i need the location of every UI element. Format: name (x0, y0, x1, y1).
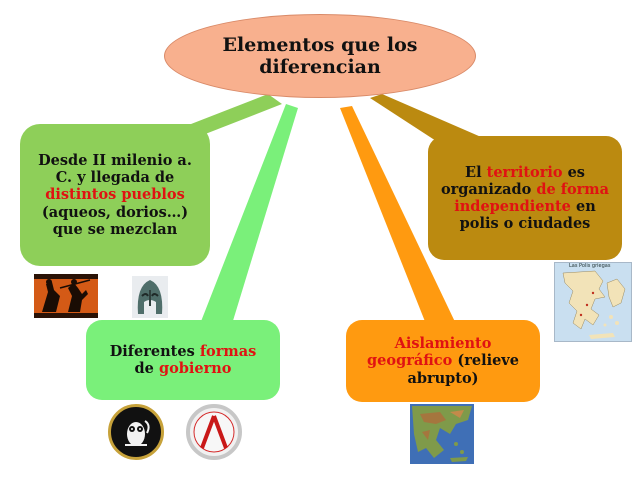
greek-helmet-image (132, 276, 168, 318)
territory-line-1: El territorio es (465, 164, 585, 181)
territory-word-organizado: organizado (440, 180, 537, 198)
territory-word-independiente: independiente (454, 198, 571, 215)
government-word-gobierno: gobierno (158, 360, 232, 377)
connector-government (200, 104, 298, 324)
territory-word-territorio: territorio (486, 163, 563, 181)
origin-line-1: Desde II milenio a. (38, 152, 192, 170)
athena-owl-coin-icon (108, 404, 164, 460)
government-line-1: Diferentes formas (110, 343, 257, 360)
isolation-word-relieve: (relieve (452, 352, 519, 370)
territory-line-2: organizado de forma (441, 181, 609, 198)
greek-vase-painting-image (34, 274, 98, 318)
government-word-diferentes: Diferentes (109, 342, 200, 360)
isolation-line-2: geográfico (relieve (367, 352, 519, 369)
isolation-line-1: Aislamiento (394, 335, 492, 353)
territory-box: El territorio es organizado de forma ind… (428, 136, 622, 260)
territory-line-4: polis o ciudades (459, 215, 591, 233)
greece-relief-map-image (410, 404, 474, 464)
territory-word-en: en (570, 198, 596, 215)
government-word-formas: formas (199, 342, 257, 360)
isolation-box: Aislamiento geográfico (relieve abrupto) (346, 320, 540, 402)
map-label: Las Polis griegas (569, 263, 611, 269)
origin-box: Desde II milenio a. C. y llegada de dist… (20, 124, 210, 266)
title-ellipse: Elementos que los diferencian (164, 14, 476, 98)
isolation-word-geografico: geográfico (367, 352, 453, 370)
origin-line-4: (aqueos, dorios…) (41, 203, 189, 221)
territory-word-es: es (562, 163, 585, 181)
territory-line-3: independiente en (454, 198, 596, 215)
origin-line-2: C. y llegada de (55, 169, 175, 187)
government-box: Diferentes formas de gobierno (86, 320, 280, 400)
connector-isolation (340, 106, 456, 324)
government-line-2: de gobierno (135, 360, 232, 377)
greek-polis-map-image: Las Polis griegas (554, 262, 632, 342)
government-word-de: de (134, 360, 159, 377)
title-line-2: diferencian (259, 56, 381, 78)
spartan-lambda-shield-icon (186, 404, 242, 460)
isolation-line-3: abrupto) (407, 369, 479, 387)
territory-word-de-forma: de forma (536, 180, 610, 198)
origin-line-5: que se mezclan (52, 220, 178, 238)
title-line-1: Elementos que los (222, 33, 418, 56)
origin-line-3: distintos pueblos (45, 186, 185, 204)
territory-word-el: El (465, 163, 487, 181)
